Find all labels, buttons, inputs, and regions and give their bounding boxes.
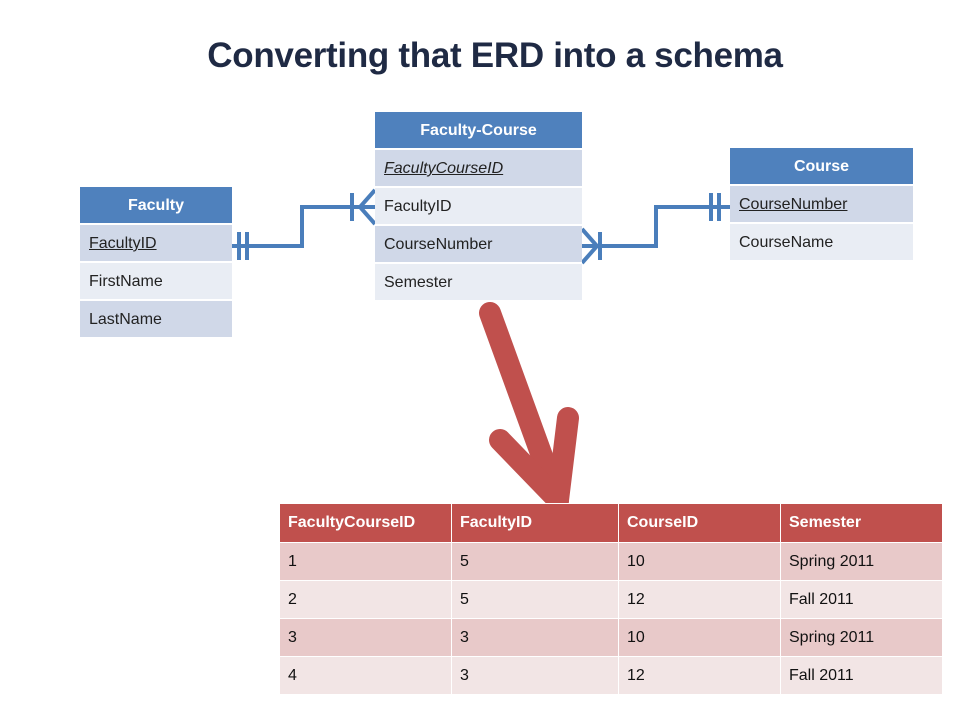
table-cell: Fall 2011 [780,656,943,695]
table-cell: 3 [279,618,452,657]
entity-faculty-course-header: Faculty-Course [375,112,582,150]
entity-faculty-course-field: FacultyCourseID [375,150,582,188]
faculty-course-table: FacultyCourseID FacultyID CourseID Semes… [279,503,943,695]
entity-course-field: CourseName [730,224,913,262]
table-cell: 2 [279,580,452,619]
table-cell: 12 [618,580,781,619]
table-cell: 10 [618,542,781,581]
table-cell: 5 [451,580,619,619]
column-header: FacultyCourseID [279,503,452,543]
column-header: FacultyID [451,503,619,543]
table-cell: Spring 2011 [780,542,943,581]
entity-course: Course CourseNumber CourseName [730,148,913,262]
entity-faculty: Faculty FacultyID FirstName LastName [80,187,232,339]
conversion-arrow-icon [479,302,579,511]
table-cell: 12 [618,656,781,695]
table-row: 1 5 10 Spring 2011 [279,542,943,581]
primary-key-field: FacultyID [89,235,157,252]
table-cell: Fall 2011 [780,580,943,619]
table-row: 3 3 10 Spring 2011 [279,618,943,657]
table-cell: 5 [451,542,619,581]
entity-course-header: Course [730,148,913,186]
entity-faculty-course-field: FacultyID [375,188,582,226]
table-cell: 4 [279,656,452,695]
primary-key-field: FacultyCourseID [384,160,504,177]
fc-course-connector-line [582,205,730,248]
table-row: 2 5 12 Fall 2011 [279,580,943,619]
entity-faculty-course-field: Semester [375,264,582,302]
fc-crowfoot-2 [580,227,600,265]
table-cell: Spring 2011 [780,618,943,657]
primary-key-field: CourseNumber [739,196,848,213]
entity-faculty-field: FirstName [80,263,232,301]
column-header: CourseID [618,503,781,543]
entity-course-field: CourseNumber [730,186,913,224]
column-header: Semester [780,503,943,543]
entity-faculty-field: LastName [80,301,232,339]
fc-crowfoot-1 [357,188,377,226]
table-cell: 10 [618,618,781,657]
entity-faculty-field: FacultyID [80,225,232,263]
table-cell: 1 [279,542,452,581]
entity-faculty-course: Faculty-Course FacultyCourseID FacultyID… [375,112,582,302]
entity-faculty-course-field: CourseNumber [375,226,582,264]
page-title: Converting that ERD into a schema [207,36,783,75]
entity-faculty-header: Faculty [80,187,232,225]
faculty-fc-connector-line [232,205,375,248]
table-row: 4 3 12 Fall 2011 [279,656,943,695]
table-cell: 3 [451,656,619,695]
table-header-row: FacultyCourseID FacultyID CourseID Semes… [279,503,943,543]
table-cell: 3 [451,618,619,657]
